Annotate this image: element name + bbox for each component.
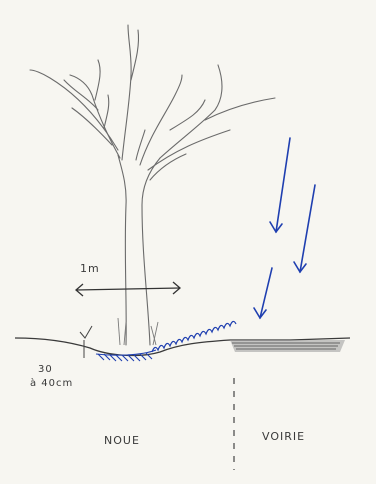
depth-label-line1: 30 bbox=[38, 364, 53, 375]
road-shading bbox=[230, 340, 345, 352]
width-label: 1m bbox=[80, 262, 100, 275]
dimension-arrow bbox=[76, 282, 180, 296]
tree-trunk-left bbox=[118, 155, 126, 345]
depth-label-line2: à 40cm bbox=[30, 378, 73, 389]
tree-sketch bbox=[30, 25, 275, 345]
left-zone-label: NOUE bbox=[104, 434, 140, 447]
rain-arrow bbox=[270, 138, 290, 232]
right-zone-label: VOIRIE bbox=[262, 430, 305, 443]
rain-arrow bbox=[294, 185, 315, 272]
grass-tufts bbox=[118, 318, 158, 345]
depth-indicator bbox=[80, 326, 92, 358]
rain-arrow bbox=[254, 268, 272, 318]
tree-trunk-right bbox=[142, 158, 160, 345]
swale-hatch bbox=[96, 350, 156, 361]
rain-arrows bbox=[254, 138, 315, 318]
vegetation-squiggle bbox=[152, 321, 236, 352]
